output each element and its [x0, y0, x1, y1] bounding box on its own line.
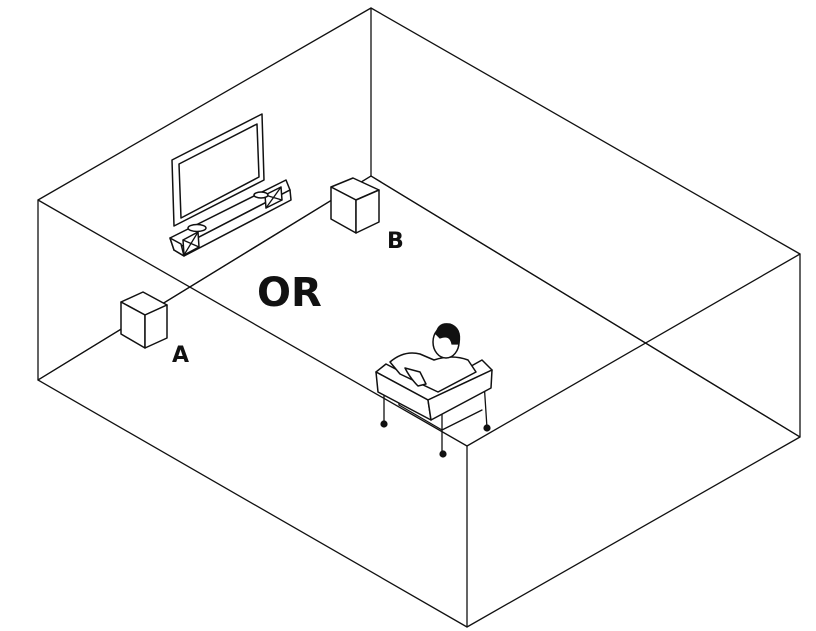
room-front-right-edge	[466, 253, 801, 447]
subwoofer-a-icon	[120, 291, 168, 349]
label-a: A	[172, 343, 189, 368]
room-front-left-edge	[37, 199, 468, 628]
listener-in-chair-icon	[375, 323, 493, 458]
subwoofer-b-icon	[330, 177, 380, 234]
soundbar-icon	[169, 179, 292, 257]
room-outline	[37, 7, 801, 628]
label-b: B	[387, 229, 404, 254]
tv-icon	[171, 113, 265, 227]
label-or: OR	[257, 270, 322, 316]
room-floor	[37, 175, 801, 628]
chair-legs	[383, 377, 488, 455]
